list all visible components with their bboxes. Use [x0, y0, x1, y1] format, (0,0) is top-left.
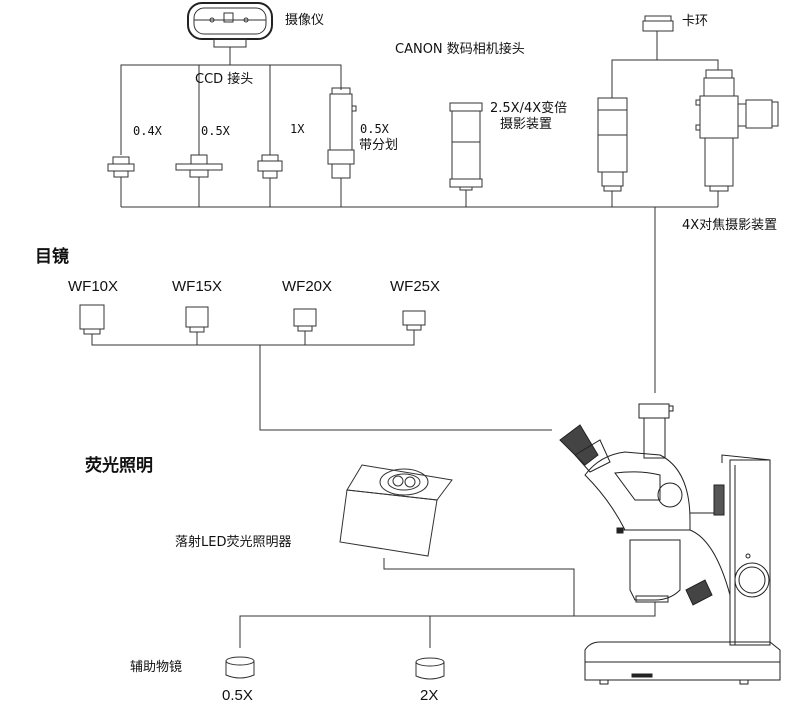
eyepiece-label: WF25X	[390, 278, 441, 295]
eyepieces-title: 目镜	[35, 247, 69, 267]
aux-lens-icons	[225, 656, 445, 680]
adapter-sublabel: 带分划	[359, 138, 399, 153]
adapter-0-5x-icon	[175, 154, 223, 178]
ring-icon	[642, 15, 674, 32]
microscope-icon	[559, 403, 781, 685]
eyepiece-label: WF20X	[282, 278, 333, 295]
fluorescence-title: 荧光照明	[85, 456, 153, 476]
aux-objective-label: 2X	[420, 687, 439, 704]
zoom-photo-sublabel: 摄影装置	[500, 117, 553, 132]
fluorescence-illuminator-icon	[339, 464, 453, 557]
adapter-1x-icon	[257, 154, 283, 179]
canon-adapter-icon	[597, 97, 628, 192]
camera-icon	[187, 2, 273, 48]
adapter-label: 0.5X	[360, 122, 389, 136]
adapter-label: 0.4X	[133, 124, 162, 138]
eyepiece-label: WF10X	[68, 278, 119, 295]
canon-label: CANON 数码相机接头	[395, 42, 525, 57]
adapter-reticle-icon	[327, 87, 357, 179]
aux-objectives-title: 辅助物镜	[130, 660, 183, 675]
eyepiece-icons	[79, 304, 426, 335]
focus-photo-label: 4X对焦摄影装置	[682, 218, 778, 233]
adapter-label: 1X	[290, 122, 305, 136]
camera-label: 摄像仪	[285, 13, 325, 28]
eyepiece-label: WF15X	[172, 278, 223, 295]
adapter-label: 0.5X	[201, 124, 230, 138]
fluorescence-device-label: 落射LED荧光照明器	[175, 535, 292, 550]
ring-label: 卡环	[682, 14, 709, 29]
focus-photo-device-icon	[695, 69, 779, 192]
aux-objective-label: 0.5X	[222, 687, 253, 704]
zoom-photo-device-icon	[449, 102, 483, 191]
ccd-label: CCD 接头	[195, 72, 254, 87]
adapter-0-4x-icon	[107, 156, 135, 178]
zoom-photo-label: 2.5X/4X变倍	[490, 101, 568, 116]
